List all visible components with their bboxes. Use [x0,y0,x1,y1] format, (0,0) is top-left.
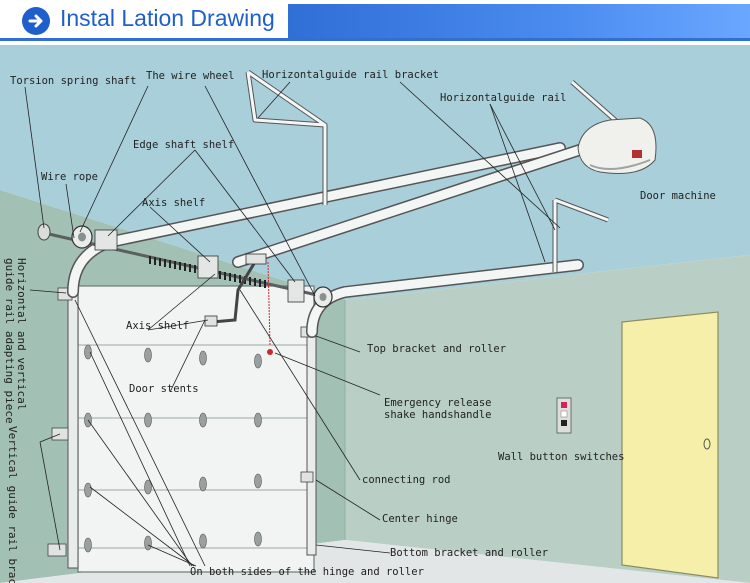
label-horizontal-guide-rail: Horizontalguide rail [440,92,566,104]
header-stripe [288,4,750,38]
label-emergency-release-1: Emergency release [384,397,491,409]
label-both-sides: On both sides of the hinge and roller [190,566,424,578]
label-vertical-rail-bracket: Vertical guide rail bracket [6,426,19,583]
side-door [621,311,719,579]
door-machine [577,117,657,174]
page-title: Instal Lation Drawing [60,5,275,31]
leader-lines [24,81,561,567]
label-connecting-rod: connecting rod [362,474,451,486]
label-wire-rope: Wire rope [41,171,98,183]
label-bottom-bracket-roller: Bottom bracket and roller [390,547,548,559]
label-edge-shaft-shelf: Edge shaft shelf [133,139,234,151]
label-axis-shelf-top: Axis shelf [142,197,205,209]
label-horizontal-guide-rail-bracket: Horizontalguide rail bracket [262,69,439,81]
shaft-shelves [94,229,305,303]
label-adapting-piece-1: Horizontal and vertical [15,258,28,410]
label-top-bracket-roller: Top bracket and roller [367,343,506,355]
label-door-machine: Door machine [640,190,716,202]
emergency-release-cord [267,261,271,346]
label-emergency-release-2: shake handshandle [384,409,491,421]
label-wire-wheel: The wire wheel [146,70,235,82]
label-center-hinge: Center hinge [382,513,458,525]
door-knob [703,438,711,450]
ceiling [0,45,750,300]
arrow-circle-icon [22,7,50,35]
label-wall-button-switches: Wall button switches [498,451,624,463]
header: Instal Lation Drawing [0,0,750,44]
torsion-spring [149,256,266,288]
header-rule [0,38,750,41]
right-vertical-guide-rail [306,329,317,556]
emergency-release-handle [267,349,273,355]
label-door-stents: Door stents [129,383,199,395]
label-axis-shelf: Axis shelf [126,320,189,332]
label-adapting-piece-2: guide rail adapting piece [3,258,16,424]
wall-button-switches [556,397,572,434]
door-hinges [84,344,262,553]
label-torsion-spring-shaft: Torsion spring shaft [10,75,136,87]
left-vertical-guide-rail [67,289,79,569]
connecting-rod [211,261,257,324]
garage-door-panel [77,285,315,573]
header-title-area [8,4,288,38]
